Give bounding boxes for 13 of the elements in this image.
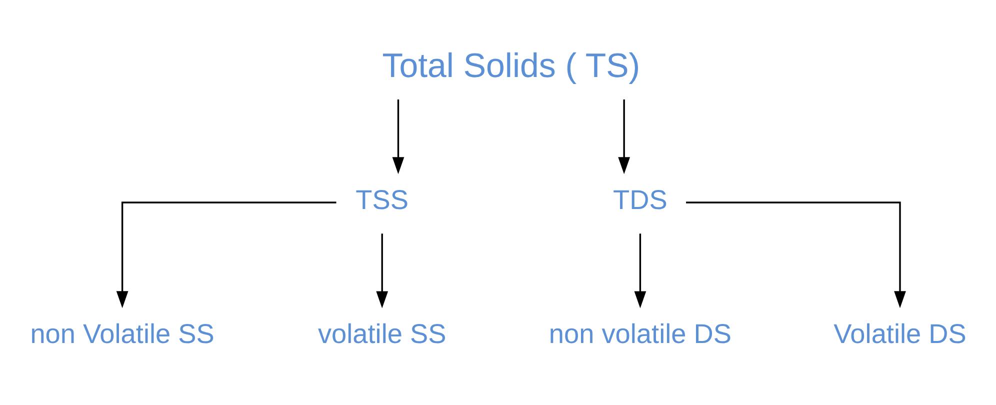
node-text: Total Solids ( TS)	[382, 46, 640, 85]
arrow	[634, 234, 646, 308]
arrow	[686, 202, 906, 308]
node-text: volatile SS	[318, 318, 446, 350]
arrow	[376, 234, 388, 308]
arrow	[116, 202, 336, 308]
node-text: TSS	[356, 184, 409, 215]
arrow	[618, 99, 630, 174]
node-text: non Volatile SS	[30, 318, 214, 350]
node-text: Volatile DS	[834, 318, 966, 350]
node-text: non volatile DS	[548, 318, 732, 350]
arrow	[392, 99, 404, 174]
node-text: TDS	[613, 184, 668, 215]
